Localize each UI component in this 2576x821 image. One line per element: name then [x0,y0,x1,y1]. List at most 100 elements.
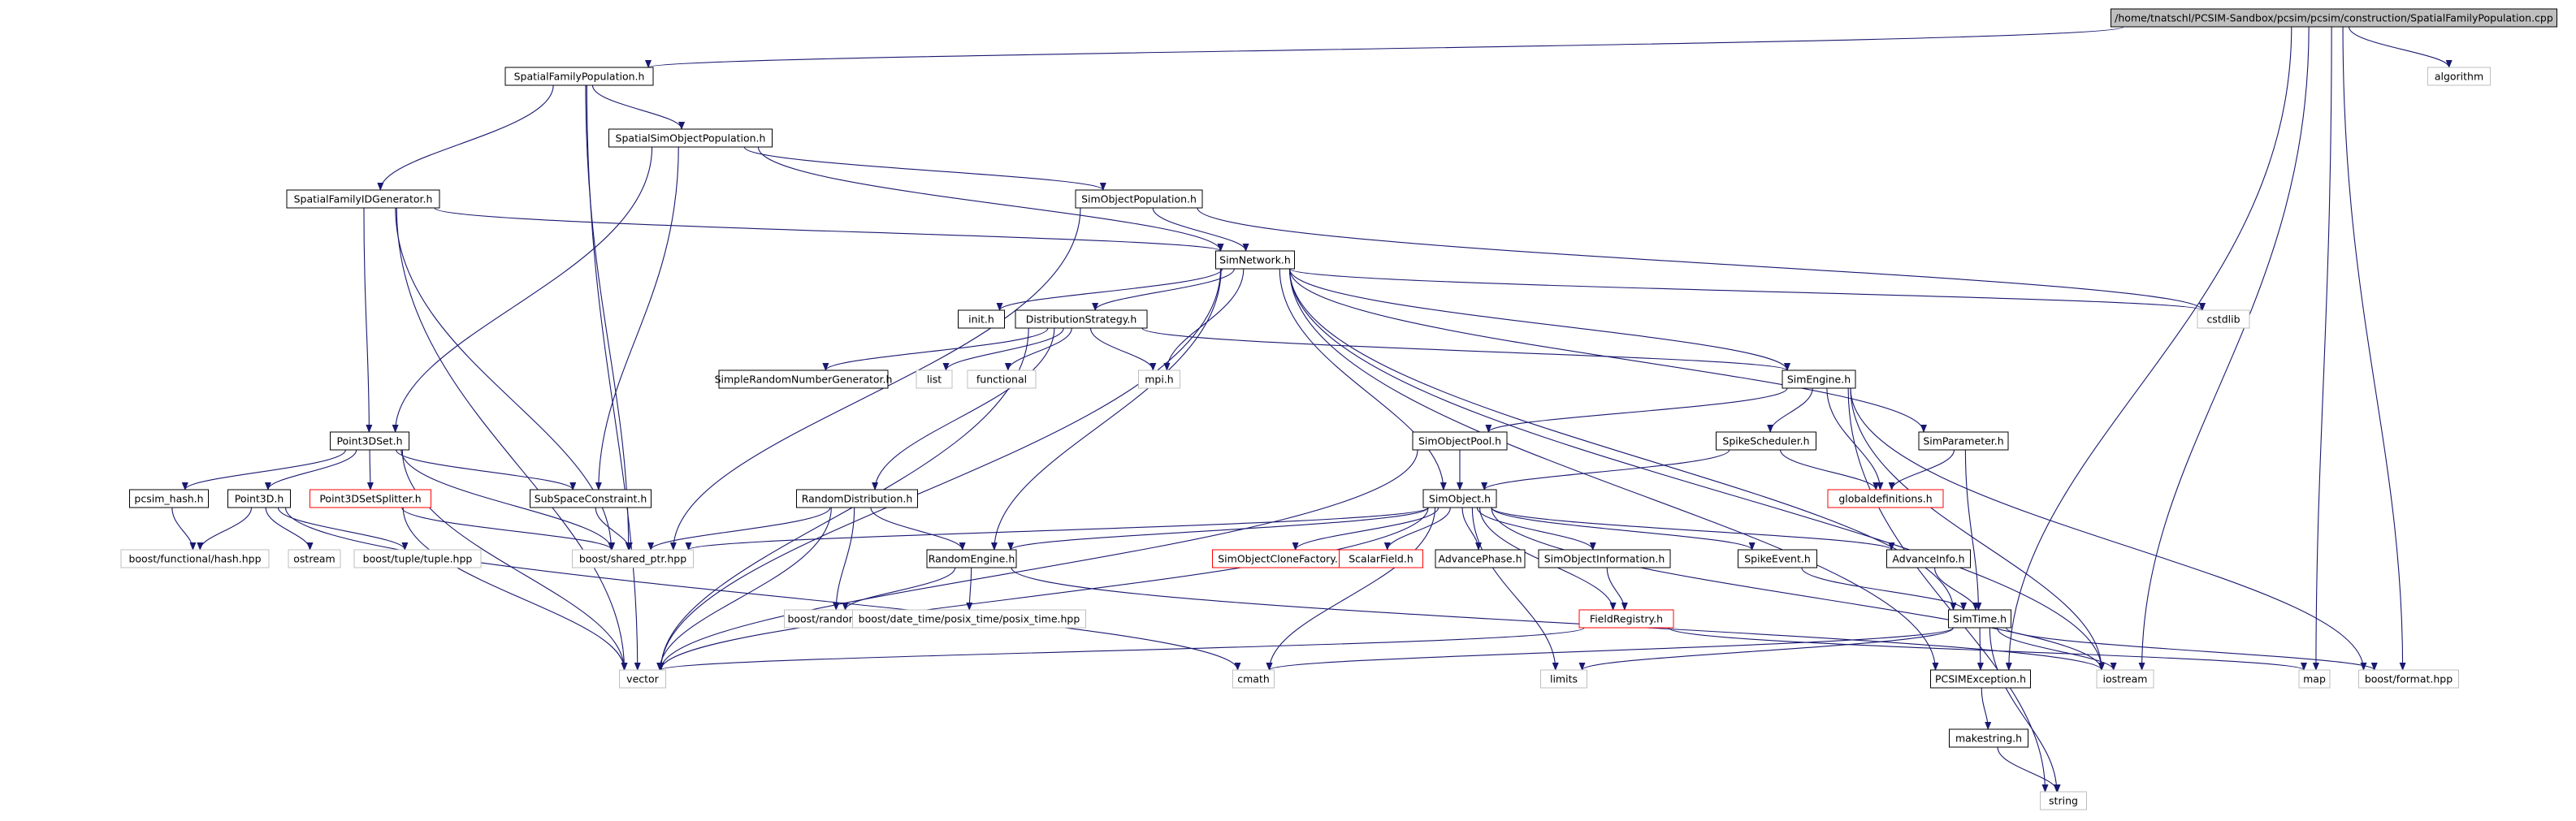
node-p3d[interactable]: Point3D.h [227,489,291,508]
node-label-scalarfield: ScalarField.h [1349,553,1414,565]
node-simobject[interactable]: SimObject.h [1422,489,1497,508]
node-spikeevent[interactable]: SpikeEvent.h [1738,549,1817,568]
node-box-bposix [852,609,1086,629]
node-box-sop [1075,189,1203,209]
node-box-simtime [1948,609,2011,629]
node-btuple: boost/tuple/tuple.hpp [353,549,482,568]
node-label-bshared: boost/shared_ptr.hpp [579,553,686,565]
node-box-randeng [926,549,1017,568]
node-label-p3dset: Point3DSet.h [336,435,402,447]
node-box-vector [619,669,666,689]
edge-sfp-to-ssop [591,84,685,130]
node-label-diststrat: DistributionStrategy.h [1026,313,1137,326]
node-box-simobject [1422,489,1497,508]
node-scalarfield[interactable]: ScalarField.h [1339,549,1423,568]
node-advphase[interactable]: AdvancePhase.h [1435,549,1526,568]
node-simparam[interactable]: SimParameter.h [1918,431,2009,451]
node-box-bformat [2358,669,2459,689]
edge-simengine-to-bformat [1850,387,2367,671]
edge-simobject-to-limits [1471,507,1559,671]
edge-spikesched-to-simobject [1481,449,1730,490]
node-label-sop: SimObjectPopulation.h [1081,193,1197,205]
node-inith[interactable]: init.h [958,309,1005,329]
node-box-globaldefs [1827,489,1944,508]
node-advinfo[interactable]: AdvanceInfo.h [1886,549,1971,568]
edge-randdist-to-brandom [833,507,855,611]
node-soinfo[interactable]: SimObjectInformation.h [1538,549,1671,568]
node-box-limits [1540,669,1587,689]
edge-spikeevent-to-simtime [1801,567,1967,611]
node-spikesched[interactable]: SpikeScheduler.h [1716,431,1816,451]
edge-root-to-iostream [2138,26,2310,671]
node-simengine[interactable]: SimEngine.h [1782,369,1856,389]
node-box-root [2111,8,2557,28]
edge-simnet-to-iostream [1288,268,2105,671]
node-sop[interactable]: SimObjectPopulation.h [1075,189,1203,209]
edge-simtime-to-iostream [1996,627,2117,671]
node-pcsimhash[interactable]: pcsim_hash.h [129,489,209,508]
node-pcsimexc[interactable]: PCSIMException.h [1930,669,2031,689]
edge-sop-to-bshared [669,207,1081,551]
node-subspace[interactable]: SubSpaceConstraint.h [530,489,652,508]
edge-simobject-to-cmath [1266,507,1436,671]
node-label-subspace: SubSpaceConstraint.h [535,493,647,505]
node-label-randdist: RandomDistribution.h [802,493,913,505]
node-box-map [2298,669,2331,689]
node-box-ssop [608,128,773,148]
node-makestring[interactable]: makestring.h [1949,728,2028,748]
edge-simnet-to-cstdlib [1288,268,2206,311]
node-label-mpih: mpi.h [1145,374,1173,386]
edge-p3d-to-bfhash [197,507,253,551]
edge-makestring-to-string [1997,746,2061,793]
node-label-advphase: AdvancePhase.h [1438,553,1522,565]
node-label-inith: init.h [968,313,994,326]
node-box-iostream [2096,669,2154,689]
edge-p3d-to-cmath [284,507,1241,671]
node-box-p3dset [330,431,409,451]
node-list: list [916,369,953,389]
edge-sfp-to-bshared [585,84,632,551]
node-randdist[interactable]: RandomDistribution.h [796,489,918,508]
node-label-functional: functional [976,374,1027,386]
edge-randdist-to-bshared [647,507,831,551]
node-simtime[interactable]: SimTime.h [1948,609,2011,629]
edge-pcsimexc-to-makestring [1981,687,1992,730]
node-label-simtime: SimTime.h [1953,613,2007,625]
node-label-fieldreg: FieldRegistry.h [1590,613,1663,625]
node-diststrat[interactable]: DistributionStrategy.h [1015,309,1148,329]
edge-root-to-map [2312,26,2332,671]
node-p3dsplit[interactable]: Point3DSetSplitter.h [310,489,431,508]
node-iostream: iostream [2096,669,2154,689]
node-label-bfhash: boost/functional/hash.hpp [128,553,261,565]
edge-root-to-algorithm [2348,26,2453,68]
node-socf[interactable]: SimObjectCloneFactory.h [1212,549,1350,568]
node-srng[interactable]: SimpleRandomNumberGenerator.h [715,369,893,389]
edge-simnet-to-vector [657,268,1222,671]
edge-simengine-to-string [1847,387,2049,793]
edge-simtime-to-cmath [1266,627,1955,671]
edge-simobject-to-advphase [1461,507,1482,551]
edge-p3dsplit-to-vector [402,507,628,671]
edge-advinfo-to-simtime [1934,567,1979,611]
node-ssop[interactable]: SpatialSimObjectPopulation.h [608,128,773,148]
node-sfp[interactable]: SpatialFamilyPopulation.h [504,67,654,86]
node-simobjpool[interactable]: SimObjectPool.h [1412,431,1508,451]
node-fieldreg[interactable]: FieldRegistry.h [1578,609,1674,629]
node-simnet[interactable]: SimNetwork.h [1215,250,1295,270]
node-string: string [2040,791,2087,810]
edge-simobject-to-randeng [1007,507,1429,551]
node-p3dset[interactable]: Point3DSet.h [330,431,409,451]
node-label-simparam: SimParameter.h [1923,435,2003,447]
node-randeng[interactable]: RandomEngine.h [926,549,1017,568]
edge-randeng-to-iostream [1011,567,2105,671]
node-globaldefs[interactable]: globaldefinitions.h [1827,489,1944,508]
node-label-string: string [2049,795,2078,807]
edge-simobject-to-scalarfield [1383,507,1451,551]
node-root[interactable]: /home/tnatschl/PCSIM-Sandbox/pcsim/pcsim… [2111,8,2557,28]
edge-simobject-to-spikeevent [1491,507,1756,551]
edge-p3dset-to-vector [401,449,628,671]
node-box-subspace [530,489,652,508]
edge-p3dset-to-bshared [400,449,616,551]
node-box-sfidg [286,189,440,209]
node-sfidg[interactable]: SpatialFamilyIDGenerator.h [286,189,440,209]
